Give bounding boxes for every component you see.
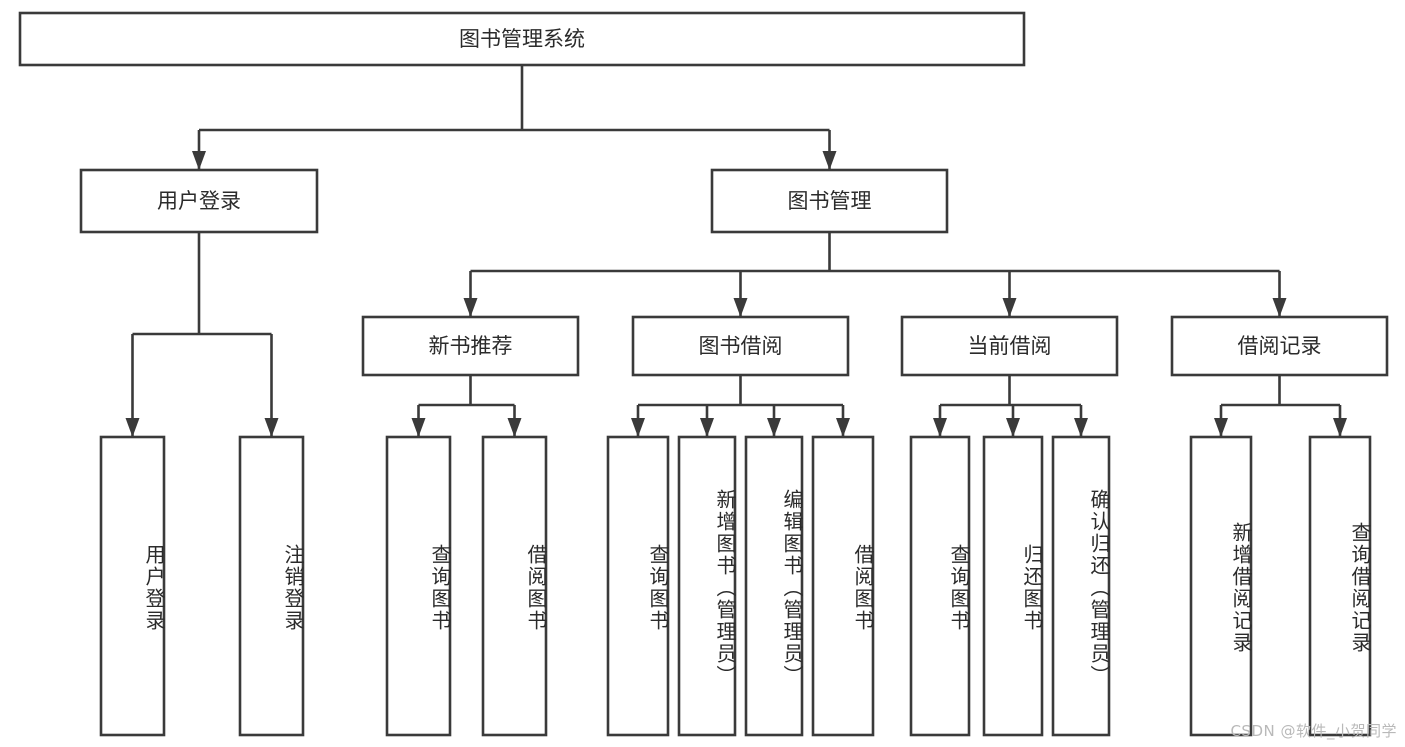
node-label-new-book-recommend: 新书推荐 bbox=[429, 334, 513, 358]
node-box-leaf-query-book-1[interactable] bbox=[385, 435, 452, 737]
node-box-current-borrow[interactable] bbox=[900, 315, 1119, 377]
node-label-borrow-record: 借阅记录 bbox=[1238, 334, 1322, 358]
arrow-head-icon bbox=[1214, 418, 1228, 437]
node-box-leaf-return-book[interactable] bbox=[982, 435, 1044, 737]
arrow-head-icon bbox=[700, 418, 714, 437]
arrow-head-icon bbox=[1002, 298, 1017, 317]
node-box-leaf-add-book[interactable] bbox=[677, 435, 737, 737]
node-box-leaf-query-book-3[interactable] bbox=[909, 435, 971, 737]
node-box-leaf-query-record[interactable] bbox=[1308, 435, 1372, 737]
arrow-head-icon bbox=[767, 418, 781, 437]
node-box-leaf-confirm-return[interactable] bbox=[1051, 435, 1111, 737]
arrow-head-icon bbox=[822, 151, 837, 170]
arrow-head-icon bbox=[125, 418, 140, 437]
arrow-head-icon bbox=[836, 418, 850, 437]
node-box-borrow-record[interactable] bbox=[1170, 315, 1389, 377]
watermark-text: CSDN @软件_小贺同学 bbox=[1230, 722, 1397, 740]
arrow-head-icon bbox=[463, 298, 478, 317]
node-box-leaf-user-login[interactable] bbox=[99, 435, 166, 737]
node-box-leaf-borrow-book-2[interactable] bbox=[811, 435, 875, 737]
node-label-user-login: 用户登录 bbox=[157, 189, 241, 213]
arrow-head-icon bbox=[411, 418, 426, 437]
node-box-leaf-query-book-2[interactable] bbox=[606, 435, 670, 737]
node-box-leaf-logout[interactable] bbox=[238, 435, 305, 737]
connector-lines bbox=[125, 65, 1347, 437]
node-box-leaf-add-record[interactable] bbox=[1189, 435, 1253, 737]
node-box-book-borrow[interactable] bbox=[631, 315, 850, 377]
arrow-head-icon bbox=[631, 418, 645, 437]
arrow-head-icon bbox=[933, 418, 947, 437]
node-box-book-manage[interactable] bbox=[710, 168, 949, 234]
arrow-head-icon bbox=[1074, 418, 1088, 437]
arrow-head-icon bbox=[1272, 298, 1287, 317]
arrow-head-icon bbox=[733, 298, 748, 317]
arrow-head-icon bbox=[264, 418, 279, 437]
arrow-head-icon bbox=[507, 418, 522, 437]
node-label-book-manage: 图书管理 bbox=[788, 189, 872, 213]
arrow-head-icon bbox=[192, 151, 206, 170]
arrow-head-icon bbox=[1006, 418, 1020, 437]
arrow-head-icon bbox=[1333, 418, 1347, 437]
node-box-user-login[interactable] bbox=[79, 168, 319, 234]
node-box-leaf-edit-book[interactable] bbox=[744, 435, 804, 737]
node-label-current-borrow: 当前借阅 bbox=[968, 334, 1052, 358]
node-box-new-book-recommend[interactable] bbox=[361, 315, 580, 377]
node-box-leaf-borrow-book-1[interactable] bbox=[481, 435, 548, 737]
node-label-book-borrow: 图书借阅 bbox=[699, 334, 783, 358]
node-box-root[interactable] bbox=[18, 11, 1026, 67]
node-label-root: 图书管理系统 bbox=[459, 27, 585, 51]
